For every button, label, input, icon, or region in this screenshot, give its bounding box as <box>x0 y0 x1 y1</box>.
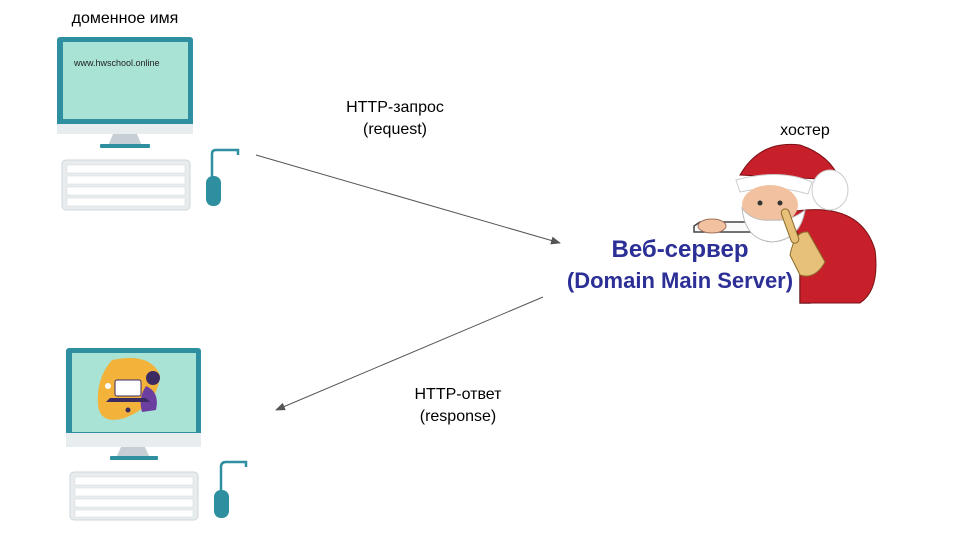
request-arrow <box>255 154 561 245</box>
bottom-computer <box>66 348 248 521</box>
response-label-line2: (response) <box>419 408 497 425</box>
web-server-subtitle: (Domain Main Server) <box>566 268 794 293</box>
monitor-icon <box>57 37 193 148</box>
request-label-line2: (request) <box>362 121 428 138</box>
keyboard-icon <box>69 471 199 521</box>
santa-hoster-image <box>693 143 877 304</box>
hoster-label: хостер <box>780 122 830 139</box>
web-server-title: Веб-сервер <box>611 236 749 263</box>
mouse-cable <box>219 460 248 492</box>
keyboard-icon <box>61 159 191 211</box>
mouse-icon <box>206 176 221 206</box>
request-label-line1: HTTP-запрос <box>346 99 444 116</box>
mouse-cable <box>210 148 240 178</box>
monitor-icon <box>66 348 201 460</box>
top-client-caption: доменное имя <box>71 10 179 27</box>
domain-name-text: www.hwschool.online <box>74 58 160 68</box>
response-label-line1: HTTP-ответ <box>414 386 502 403</box>
response-arrow <box>275 296 544 411</box>
top-computer <box>57 37 240 211</box>
person-laptop-illustration <box>97 357 160 420</box>
mouse-icon <box>214 490 229 518</box>
